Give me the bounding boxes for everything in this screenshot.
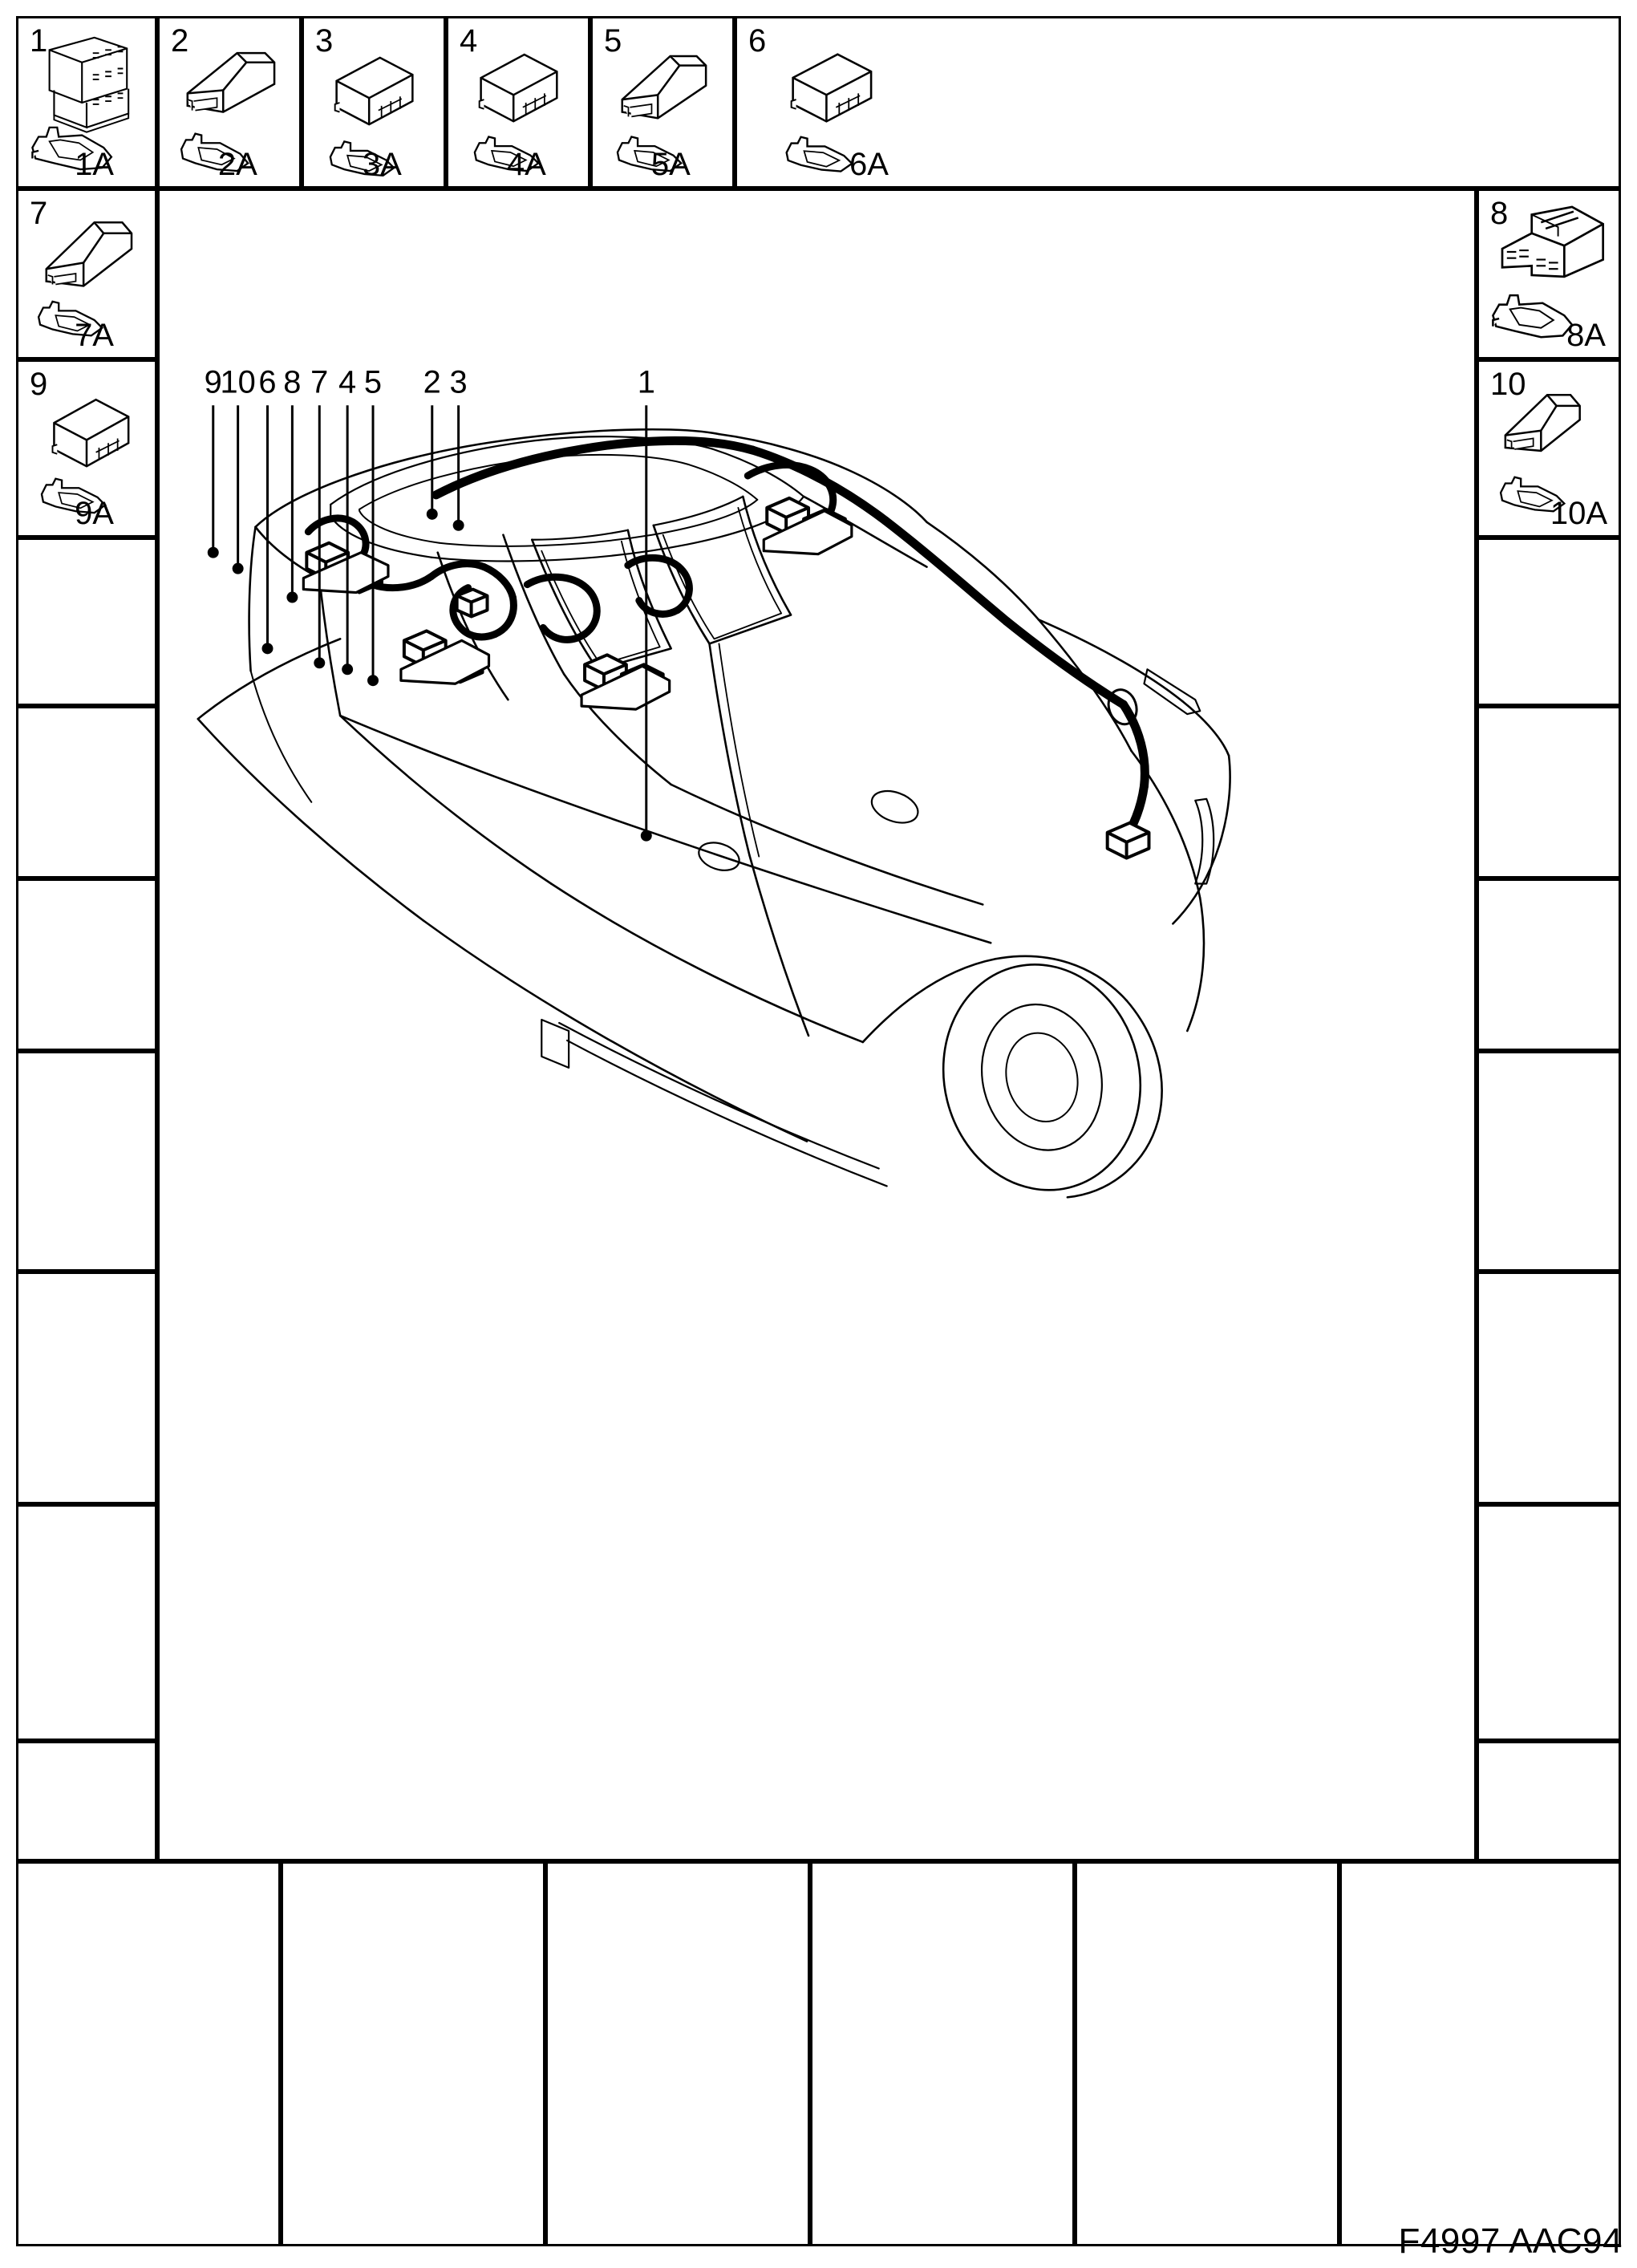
callout-label-5: 5 — [364, 364, 382, 400]
vehicle-diagram-panel: 9 10 6 8 7 4 5 2 3 1 — [157, 189, 1477, 1861]
empty-cell-right-1 — [1477, 538, 1621, 706]
terminal-label: 9A — [75, 496, 114, 531]
empty-cell-bottom-1 — [16, 1861, 281, 2246]
cell-number: 8 — [1490, 196, 1509, 231]
callout-label-7: 7 — [310, 364, 328, 400]
callout-label-6: 6 — [258, 364, 276, 400]
empty-cell-left-3 — [16, 878, 157, 1051]
connector-cell-10[interactable]: 10 10A — [1477, 359, 1621, 538]
terminal-label: 4A — [506, 147, 546, 182]
cell-number: 10 — [1490, 367, 1526, 402]
callout-label-9: 9 — [205, 364, 222, 400]
empty-cell-right-7 — [1477, 1741, 1621, 1861]
callout-label-8: 8 — [283, 364, 301, 400]
connector-cell-3[interactable]: 3 3A — [302, 16, 446, 189]
connector-cell-4[interactable]: 4 4A — [446, 16, 590, 189]
empty-cell-right-2 — [1477, 706, 1621, 878]
terminal-label: 6A — [849, 147, 889, 182]
empty-cell-left-5 — [16, 1272, 157, 1504]
empty-cell-bottom-3 — [545, 1861, 810, 2246]
callout-label-1: 1 — [638, 364, 655, 400]
terminal-label: 2A — [217, 147, 257, 182]
empty-cell-left-7 — [16, 1741, 157, 1861]
cell-number: 2 — [171, 23, 189, 59]
empty-cell-right-5 — [1477, 1272, 1621, 1504]
callout-label-4: 4 — [338, 364, 356, 400]
cell-number: 5 — [604, 23, 622, 59]
empty-cell-left-1 — [16, 538, 157, 706]
connector-cell-5[interactable]: 5 5A — [590, 16, 735, 189]
terminal-label: 5A — [650, 147, 691, 182]
empty-cell-bottom-4 — [810, 1861, 1075, 2246]
terminal-label: 8A — [1566, 318, 1606, 353]
empty-cell-left-6 — [16, 1504, 157, 1741]
connector-cell-6[interactable]: 6 6A — [735, 16, 1621, 189]
connector-cell-7[interactable]: 7 7A — [16, 189, 157, 359]
empty-cell-right-4 — [1477, 1051, 1621, 1272]
connector-cell-9[interactable]: 9 9A — [16, 359, 157, 538]
empty-cell-right-3 — [1477, 878, 1621, 1051]
terminal-label: 1A — [75, 147, 114, 182]
callout-label-2: 2 — [423, 364, 441, 400]
empty-cell-bottom-5 — [1075, 1861, 1339, 2246]
drawing-reference-code: F4997 AAC94 — [1398, 2221, 1623, 2261]
cell-number: 4 — [460, 23, 478, 59]
empty-cell-bottom-2 — [281, 1861, 545, 2246]
terminal-label: 10A — [1550, 496, 1607, 531]
empty-cell-left-4 — [16, 1051, 157, 1272]
empty-cell-right-6 — [1477, 1504, 1621, 1741]
cell-number: 1 — [30, 23, 48, 59]
empty-cell-bottom-6 — [1339, 1861, 1621, 2246]
connector-cell-1[interactable]: 1 — [16, 16, 157, 189]
terminal-label: 7A — [75, 318, 114, 353]
callout-label-3: 3 — [450, 364, 468, 400]
cell-number: 3 — [315, 23, 334, 59]
terminal-label: 3A — [362, 147, 402, 182]
cell-number: 9 — [30, 367, 48, 402]
cell-number: 6 — [748, 23, 767, 59]
callout-label-10: 10 — [220, 364, 255, 400]
connector-cell-8[interactable]: 8 8A — [1477, 189, 1621, 359]
connector-cell-2[interactable]: 2 2A — [157, 16, 302, 189]
cell-number: 7 — [30, 196, 48, 231]
empty-cell-left-2 — [16, 706, 157, 878]
vehicle-harness-illustration: 9 10 6 8 7 4 5 2 3 1 — [197, 364, 1231, 1199]
